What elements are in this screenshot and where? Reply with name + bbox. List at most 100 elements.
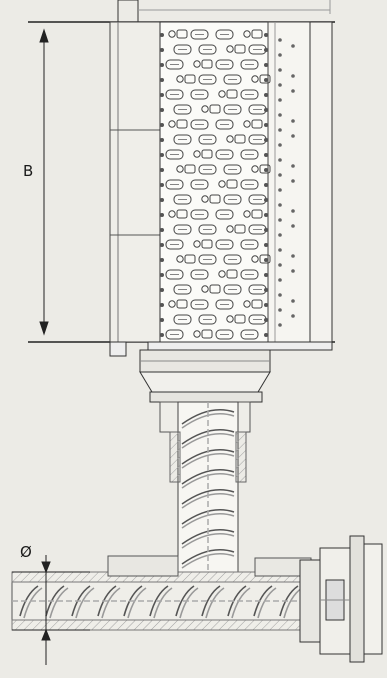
knife: [234, 44, 246, 54]
rotor-rivet: [264, 123, 268, 127]
knife-hub: [218, 90, 226, 98]
knife: [201, 329, 213, 339]
knife: [198, 164, 217, 175]
screw-flight: [181, 449, 235, 465]
knife: [234, 134, 246, 144]
dimension-b-label: B: [23, 162, 34, 180]
knife: [215, 329, 234, 340]
rotor-rivet: [264, 63, 268, 67]
rotor-rivet: [160, 288, 164, 292]
knife: [165, 179, 184, 190]
rotor-rivet: [264, 228, 268, 232]
knife: [226, 179, 238, 189]
screw-flight: [181, 509, 235, 525]
knife-hub: [251, 75, 259, 83]
rotor-rivet: [264, 258, 268, 262]
rotor-rivet: [264, 183, 268, 187]
rotor-rivet: [160, 153, 164, 157]
knife: [190, 209, 209, 220]
knife: [223, 104, 242, 115]
rotor-rivet: [160, 318, 164, 322]
rotor-rivet: [160, 303, 164, 307]
rotor-rivet: [160, 138, 164, 142]
knife: [201, 149, 213, 159]
knife: [215, 299, 234, 310]
screen-hole: [291, 134, 295, 138]
knife: [190, 179, 209, 190]
knife: [165, 59, 184, 70]
knife-hub: [201, 285, 209, 293]
knife: [240, 179, 259, 190]
screw-flight: [97, 585, 117, 617]
screen-hole: [278, 203, 282, 207]
knife: [173, 104, 192, 115]
rotor-rivet: [160, 273, 164, 277]
knife: [259, 164, 271, 174]
transition-hopper: [139, 349, 271, 403]
screen-hole: [291, 119, 295, 123]
screw-flight: [19, 585, 39, 617]
knife-hub: [243, 120, 251, 128]
rotor-rivet: [264, 33, 268, 37]
rotor-rivet: [160, 198, 164, 202]
knife: [184, 74, 196, 84]
screw-flight-shadow: [181, 493, 235, 509]
screw-flight-shadow: [49, 587, 69, 619]
rotor-rivet: [160, 123, 164, 127]
rotor-rivet: [160, 48, 164, 52]
screw-flight-shadow: [181, 433, 235, 449]
rotor-rivet: [264, 108, 268, 112]
knife: [251, 299, 263, 309]
rotor-rivet: [264, 168, 268, 172]
screw-flight-shadow: [181, 453, 235, 469]
knife: [165, 269, 184, 280]
screen-hole: [278, 173, 282, 177]
knife: [215, 119, 234, 130]
knife: [215, 239, 234, 250]
screen-hole: [278, 293, 282, 297]
knife: [215, 149, 234, 160]
knife: [240, 239, 259, 250]
knife: [176, 299, 188, 309]
knife-hub: [193, 150, 201, 158]
knife-hub: [226, 45, 234, 53]
screen-hole: [278, 308, 282, 312]
screw-flight: [149, 585, 169, 617]
dimension-b: [39, 28, 49, 336]
rotor-rivet: [160, 93, 164, 97]
knife: [165, 89, 184, 100]
screw-flight-shadow: [23, 587, 43, 619]
screen-hole: [291, 269, 295, 273]
knife-hub: [176, 75, 184, 83]
knife: [184, 254, 196, 264]
rotor-rivet: [264, 318, 268, 322]
bottom-flange: [109, 341, 333, 357]
rotor-rivet: [160, 33, 164, 37]
knife: [190, 89, 209, 100]
knife-hub: [193, 240, 201, 248]
screen-area: [267, 21, 311, 343]
knife: [240, 59, 259, 70]
knife-hub: [168, 120, 176, 128]
screw-flight: [181, 469, 235, 485]
knife: [226, 269, 238, 279]
screen-hole: [291, 44, 295, 48]
screen-hole: [278, 113, 282, 117]
knife: [240, 149, 259, 160]
screw-flight-shadow: [205, 587, 225, 619]
rotor-rivet: [160, 63, 164, 67]
dimension-diameter-label: Ø: [20, 543, 32, 561]
knife: [198, 134, 217, 145]
screen-hole: [291, 299, 295, 303]
knife: [198, 74, 217, 85]
screw-flight-shadow: [257, 587, 277, 619]
knife: [173, 194, 192, 205]
knife-hub: [176, 165, 184, 173]
screen-hole: [278, 323, 282, 327]
screen-hole: [278, 83, 282, 87]
knife: [190, 119, 209, 130]
screen-hole: [278, 233, 282, 237]
knife-hub: [251, 255, 259, 263]
rotor-rivet: [264, 48, 268, 52]
